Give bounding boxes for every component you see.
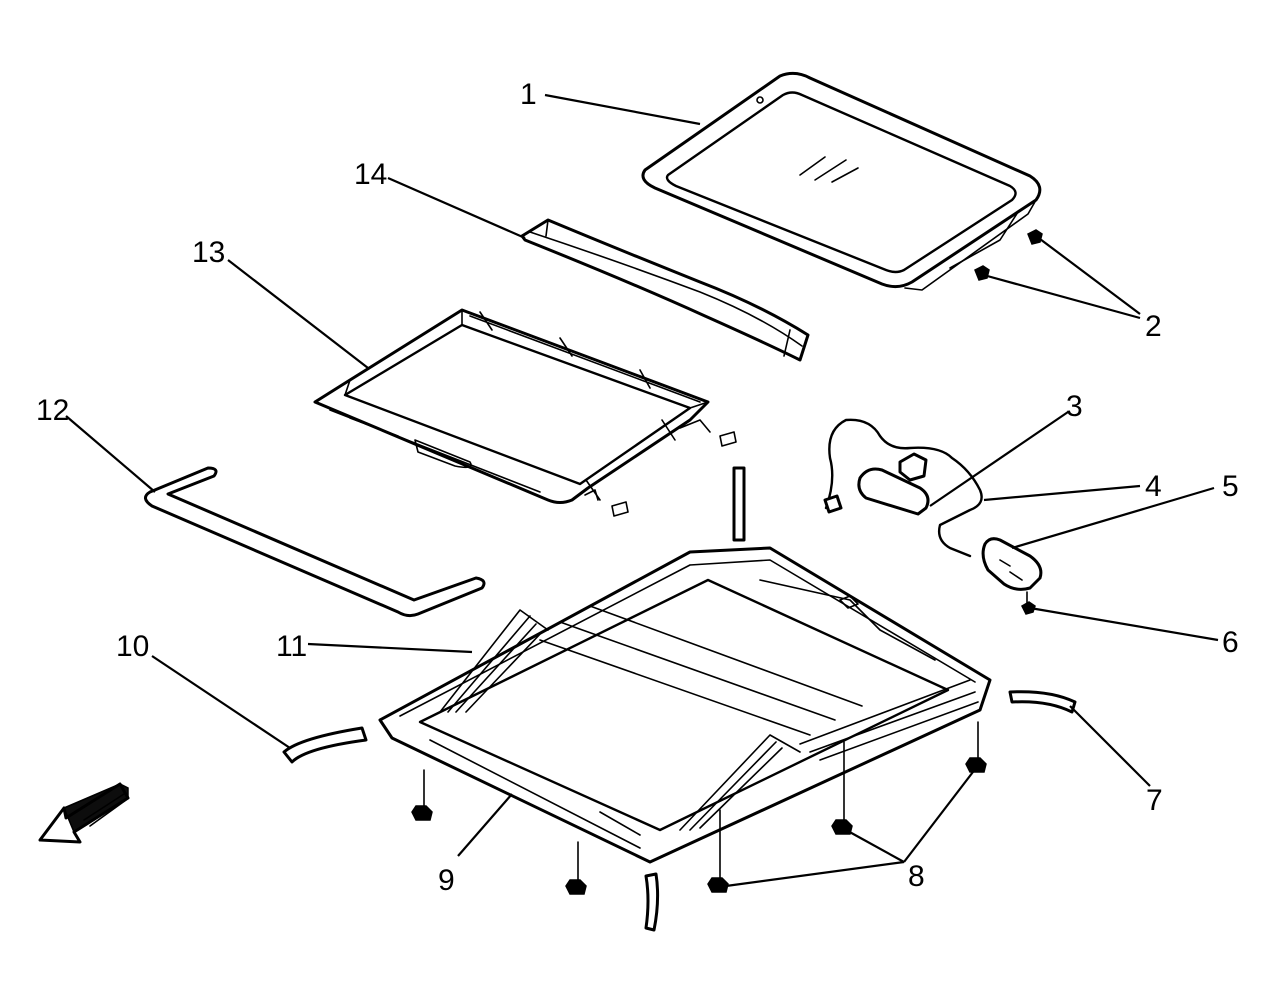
sunroof-glass-panel [641,71,1042,291]
callout-8: 8 [908,860,925,893]
callout-2: 2 [1145,310,1162,343]
callout-13: 13 [192,236,225,269]
leader-13 [227,259,369,369]
drain-hose-vertical [644,466,746,932]
leader-9 [457,793,513,857]
sunshade [313,308,737,517]
leader-11 [307,642,473,654]
callout-7: 7 [1146,784,1163,817]
callout-6: 6 [1222,626,1239,659]
leader-1 [544,93,701,126]
leader-8b [845,829,905,863]
leader-6 [1029,606,1219,642]
leader-12 [65,415,156,493]
callout-1: 1 [520,78,537,111]
callout-labels: 1 2 3 4 5 6 7 8 9 10 11 12 13 14 [36,78,1239,897]
sunroof-motor-assembly [823,418,1043,615]
wind-deflector [520,218,810,362]
callout-4: 4 [1145,470,1162,503]
sunroof-frame [378,546,992,864]
leader-4 [983,484,1141,502]
callout-9: 9 [438,864,455,897]
callout-11: 11 [276,630,307,663]
leader-8a [725,860,905,888]
leader-14 [387,176,526,240]
callout-10: 10 [116,630,149,663]
leader-8c [903,767,977,863]
leader-10 [151,655,291,749]
leader-7 [1069,705,1151,787]
front-direction-arrow-icon [38,782,130,844]
leader-2b [979,272,1141,320]
leader-2a [1035,235,1141,315]
front-drain-tube [144,466,486,618]
callout-3: 3 [1066,390,1083,423]
leader-lines [65,93,1219,888]
leader-5 [1011,486,1215,550]
leader-3 [929,411,1069,507]
glass-panel-bolts [974,229,1043,281]
front-left-drain-hose [282,726,368,764]
rear-drain-hose [1008,690,1077,714]
frame-mounting-bolts [411,721,987,895]
callout-5: 5 [1222,470,1239,503]
callout-12: 12 [36,394,69,427]
callout-14: 14 [354,158,387,191]
